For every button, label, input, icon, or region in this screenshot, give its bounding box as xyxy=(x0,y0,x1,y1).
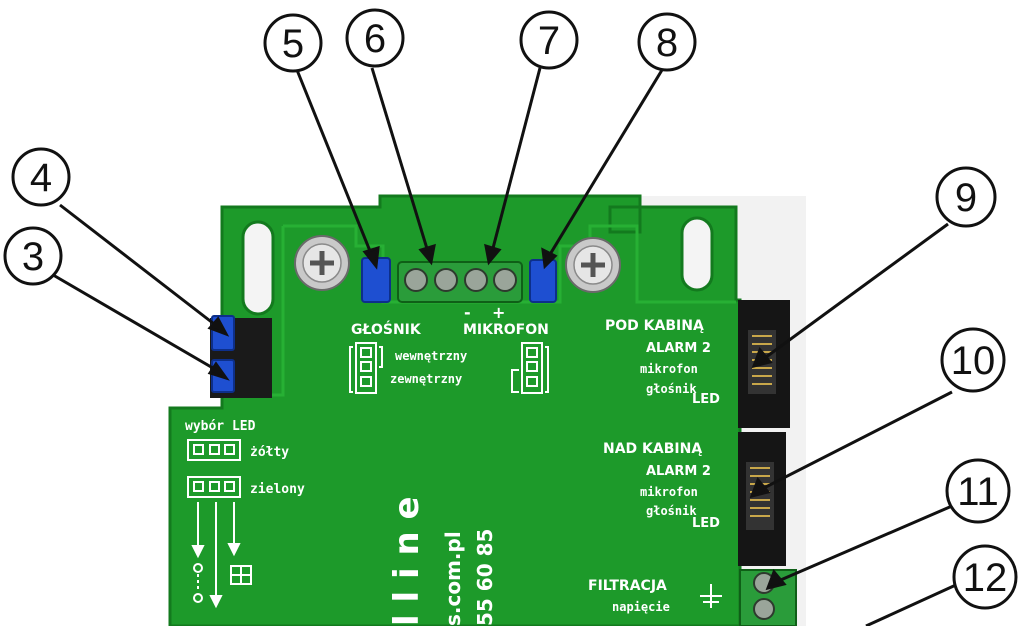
pcb-board xyxy=(168,194,742,626)
svg-text:12: 12 xyxy=(963,556,1008,600)
led-jumper-diagram-zolty xyxy=(187,439,241,461)
svg-text:7: 7 xyxy=(538,19,560,63)
label-napiecie: napięcie xyxy=(612,600,670,614)
rj-connector-nad-kabina xyxy=(738,432,786,566)
mounting-slot-right xyxy=(680,216,714,292)
terminal-block-icon xyxy=(397,261,523,303)
callout-8: 8 xyxy=(637,12,697,72)
led-jumper-diagram-zielony xyxy=(187,476,241,498)
svg-text:3: 3 xyxy=(22,235,44,279)
label-glosnik-top: głośnik xyxy=(646,382,697,396)
phone-vertical-text: 55 60 85 xyxy=(473,529,497,626)
mounting-slot-left xyxy=(241,220,275,316)
label-alarm2-bottom: ALARM 2 xyxy=(646,464,711,479)
svg-text:10: 10 xyxy=(951,339,996,383)
label-pod-kabina: POD KABINĄ xyxy=(605,318,704,334)
label-glosnik-bottom: głośnik xyxy=(646,504,697,518)
screw-icon xyxy=(565,237,621,293)
led-arrows xyxy=(191,502,252,609)
label-mikrofon-top: mikrofon xyxy=(640,362,698,376)
label-led-bottom: LED xyxy=(692,516,720,531)
callout-12: 12 xyxy=(952,544,1018,610)
callout-10: 10 xyxy=(940,327,1006,393)
pcb-inner-outline xyxy=(283,224,736,304)
label-zewnetrzny: zewnętrzny xyxy=(390,372,462,386)
label-polarity-minus: - xyxy=(464,303,471,322)
label-wewnetrzny: wewnętrzny xyxy=(395,349,467,363)
svg-text:8: 8 xyxy=(656,21,678,65)
jumper-diagram-right xyxy=(511,342,549,394)
ground-symbol-icon xyxy=(700,584,722,608)
callout-9: 9 xyxy=(935,166,997,228)
jumper-icon xyxy=(529,259,557,303)
screw-icon xyxy=(294,235,350,291)
label-nad-kabina: NAD KABINĄ xyxy=(603,441,702,457)
jumper-diagram-left xyxy=(349,342,383,394)
label-polarity-plus: + xyxy=(492,303,505,322)
brand-vertical-text: l l i n e xyxy=(387,496,427,626)
svg-text:6: 6 xyxy=(364,17,386,61)
svg-text:9: 9 xyxy=(955,176,977,220)
label-zolty: żółty xyxy=(250,445,289,460)
svg-text:5: 5 xyxy=(282,22,304,66)
svg-text:4: 4 xyxy=(30,156,52,200)
label-alarm2-top: ALARM 2 xyxy=(646,341,711,356)
label-wybor-led: wybór LED xyxy=(185,419,256,434)
label-led-top: LED xyxy=(692,392,720,407)
callout-6: 6 xyxy=(345,8,405,68)
callout-5: 5 xyxy=(263,13,323,73)
callout-4: 4 xyxy=(11,147,71,207)
label-mikrofon: MIKROFON xyxy=(463,322,549,338)
website-vertical-text: s.com.pl xyxy=(441,531,465,626)
terminal-block-icon xyxy=(739,569,797,626)
label-mikrofon-bottom: mikrofon xyxy=(640,485,698,499)
label-zielony: zielony xyxy=(250,482,305,497)
label-filtracja: FILTRACJA xyxy=(588,578,667,594)
callout-leaders xyxy=(47,67,959,626)
label-glosnik: GŁOŚNIK xyxy=(351,320,422,338)
callout-7: 7 xyxy=(519,10,579,70)
svg-text:11: 11 xyxy=(957,470,999,514)
callout-3: 3 xyxy=(3,226,63,286)
callout-11: 11 xyxy=(945,458,1011,524)
